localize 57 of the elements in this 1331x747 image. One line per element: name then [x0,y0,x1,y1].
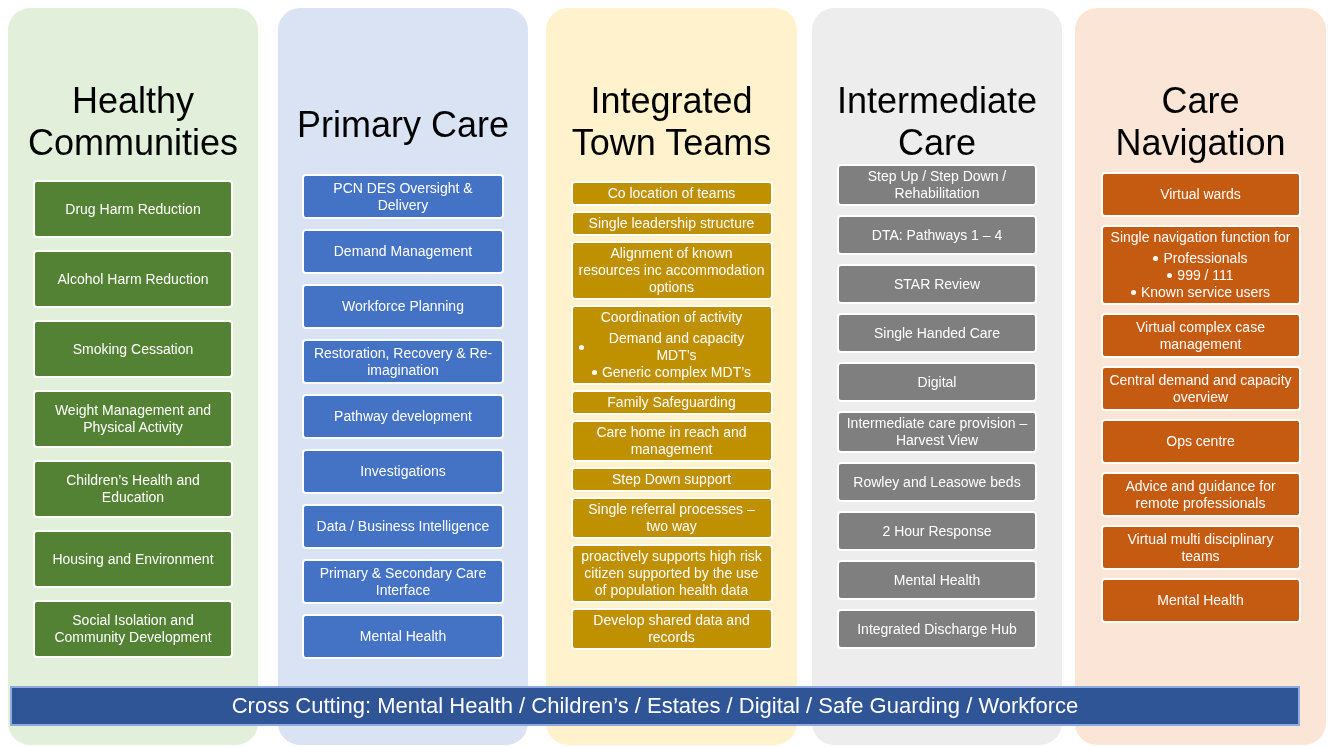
service-box: Alignment of known resources inc accommodation options [570,241,773,300]
service-box: Children’s Health and Education [33,460,233,518]
service-box: 2 Hour Response [837,511,1037,551]
bullet-item: Professionals [1163,250,1248,267]
column-heading: Integrated Town Teams [570,80,773,164]
item-heading: Single navigation function for [1110,229,1291,246]
service-box: Mental Health [1100,578,1301,623]
service-box: Weight Management and Physical Activity [33,390,233,448]
service-box: Single leadership structure [570,211,773,236]
service-box: Rowley and Leasowe beds [837,462,1037,502]
bullet-item: Known service users [1140,284,1271,301]
service-box: Alcohol Harm Reduction [33,250,233,308]
service-box: Develop shared data and records [570,608,773,650]
service-box: Restoration, Recovery & Re-imagination [302,339,504,384]
cross-cutting-banner: Cross Cutting: Mental Health / Children’s / Estates / Digital / Safe Guarding / Workforce [10,686,1300,726]
service-box: Mental Health [302,614,504,659]
service-box: PCN DES Oversight & Delivery [302,174,504,219]
service-box: Ops centre [1100,419,1301,464]
service-box: Step Up / Step Down / Rehabilitation [837,164,1037,206]
service-box: Primary & Secondary Care Interface [302,559,504,604]
service-box: Care home in reach and management [570,420,773,462]
service-box: Virtual complex case management [1100,313,1301,358]
service-box: Mental Health [837,560,1037,600]
service-box: Data / Business Intelligence [302,504,504,549]
column-heading: Primary Care [296,104,510,146]
column-heading: Care Navigation [1114,80,1287,164]
service-box: Drug Harm Reduction [33,180,233,238]
service-box [1100,225,1301,305]
service-box: Demand Management [302,229,504,274]
service-box: Intermediate care provision – Harvest View [837,411,1037,453]
service-box: Virtual multi disciplinary teams [1100,525,1301,570]
column-heading: Intermediate Care [835,80,1039,164]
service-box [570,305,773,385]
bullet-item: Generic complex MDT’s [601,364,752,381]
service-box: Co location of teams [570,181,773,206]
service-box: STAR Review [837,264,1037,304]
service-box: Single Handed Care [837,313,1037,353]
item-heading: Coordination of activity [600,309,743,326]
service-box: DTA: Pathways 1 – 4 [837,215,1037,255]
service-box: proactively supports high risk citizen supported by the use of population health data [570,544,773,603]
service-box: Integrated Discharge Hub [837,609,1037,649]
bullet-item: Demand and capacity MDT’s [607,330,746,364]
service-box: Advice and guidance for remote professionals [1100,472,1301,517]
service-box: Housing and Environment [33,530,233,588]
service-box: Central demand and capacity overview [1100,366,1301,411]
service-box: Virtual wards [1100,172,1301,217]
service-box: Family Safeguarding [570,390,773,415]
bullet-item: 999 / 111 [1177,267,1234,284]
service-box: Social Isolation and Community Development [33,600,233,658]
service-box: Step Down support [570,467,773,492]
column-heading: Healthy Communities [26,80,240,164]
service-box: Investigations [302,449,504,494]
service-box: Digital [837,362,1037,402]
service-box: Smoking Cessation [33,320,233,378]
service-box: Workforce Planning [302,284,504,329]
service-box: Pathway development [302,394,504,439]
service-box: Single referral processes – two way [570,497,773,539]
